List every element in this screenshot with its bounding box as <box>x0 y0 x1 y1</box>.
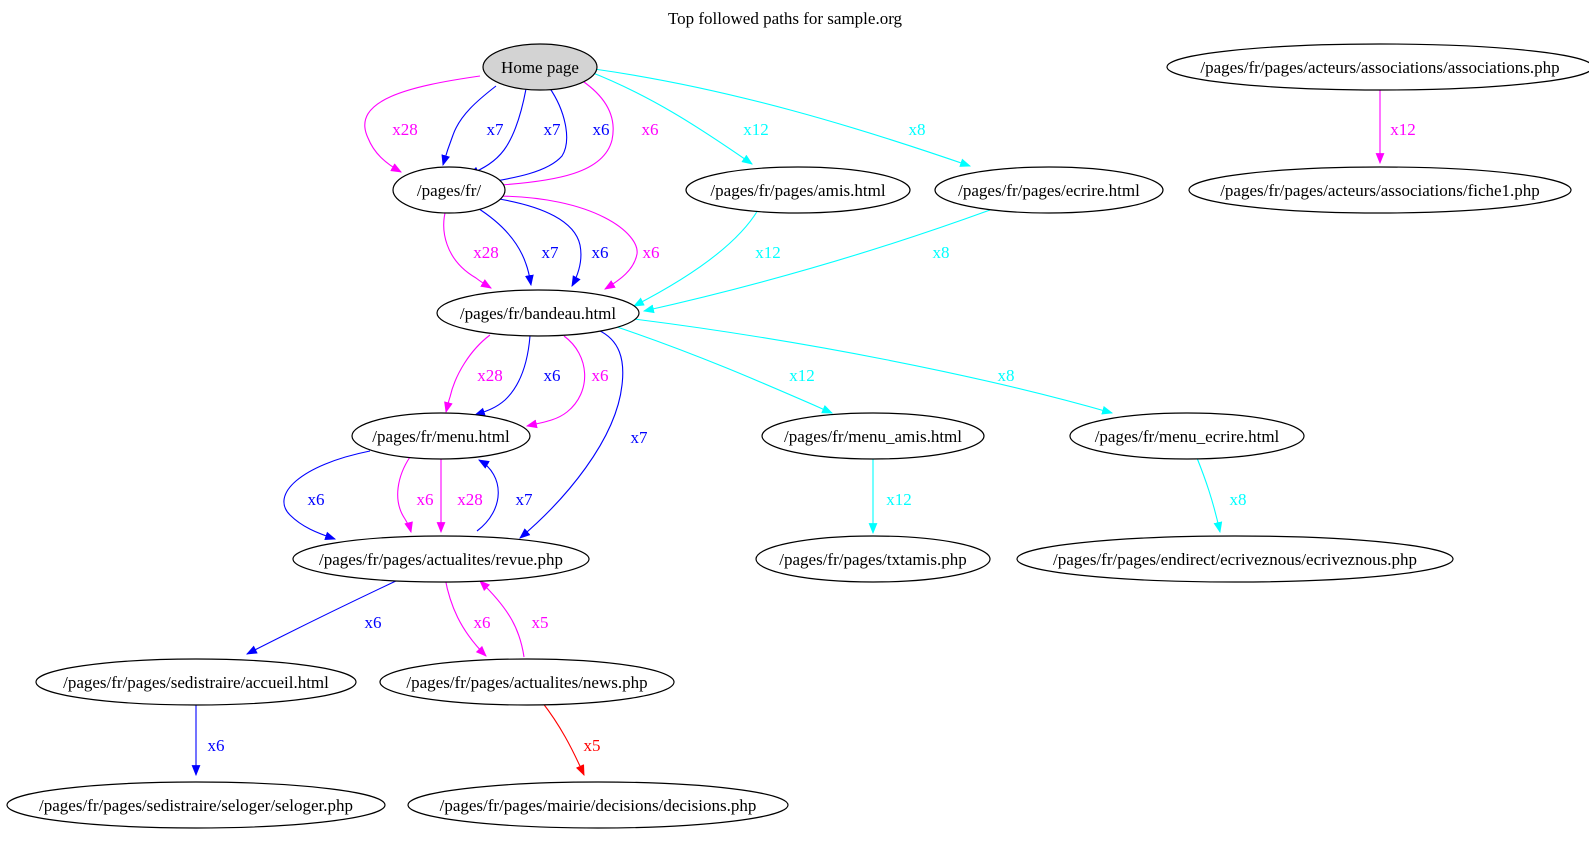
edge-menu-ecrire-ecriveznous-x8 <box>1196 457 1223 534</box>
edge-label-bandeau-menu-x6-magenta: x6 <box>592 366 609 385</box>
edge-label-home-fr-x7-a: x7 <box>487 120 505 139</box>
node-news[interactable]: /pages/fr/pages/actualites/news.php <box>379 658 675 706</box>
node-label-home: Home page <box>501 58 579 77</box>
edge-label-home-ecrire-x8: x8 <box>909 120 926 139</box>
edge-bandeau-revue-x7 <box>519 329 624 539</box>
edge-label-fr-bandeau-x28: x28 <box>473 243 499 262</box>
node-decisions[interactable]: /pages/fr/pages/mairie/decisions/decisio… <box>407 781 789 829</box>
node-accueil[interactable]: /pages/fr/pages/sedistraire/accueil.html <box>35 658 357 706</box>
edge-label-menu-ecrire-ecriveznous-x8: x8 <box>1230 490 1247 509</box>
edge-menu-revue-x6-blue <box>283 450 371 541</box>
edge-revue-news-x6 <box>444 577 487 657</box>
node-txtamis[interactable]: /pages/fr/pages/txtamis.php <box>755 535 991 583</box>
edge-revue-menu-x7 <box>476 459 499 532</box>
edge-label-bandeau-menu-x6-blue: x6 <box>544 366 561 385</box>
edge-label-assoc-fiche1-x12: x12 <box>1390 120 1416 139</box>
edge-fr-bandeau-x6-blue <box>492 197 582 287</box>
node-bandeau[interactable]: /pages/fr/bandeau.html <box>436 289 640 337</box>
edge-bandeau-menu-x6-blue <box>473 335 531 417</box>
node-label-amis: /pages/fr/pages/amis.html <box>710 181 885 200</box>
node-label-ecrire: /pages/fr/pages/ecrire.html <box>958 181 1140 200</box>
node-label-ecriveznous: /pages/fr/pages/endirect/ecriveznous/ecr… <box>1053 550 1417 569</box>
node-label-seloger: /pages/fr/pages/sedistraire/seloger/selo… <box>39 796 353 815</box>
edge-label-home-fr-x6-blue: x6 <box>593 120 610 139</box>
node-label-news: /pages/fr/pages/actualites/news.php <box>406 673 647 692</box>
node-label-decisions: /pages/fr/pages/mairie/decisions/decisio… <box>440 796 757 815</box>
node-label-accueil: /pages/fr/pages/sedistraire/accueil.html <box>63 673 329 692</box>
node-label-fr: /pages/fr/ <box>417 181 481 200</box>
node-label-bandeau: /pages/fr/bandeau.html <box>460 304 617 323</box>
node-revue[interactable]: /pages/fr/pages/actualites/revue.php <box>292 535 590 583</box>
node-ecrire[interactable]: /pages/fr/pages/ecrire.html <box>934 166 1164 214</box>
edge-home-fr-x7-b <box>468 88 527 176</box>
edge-label-fr-bandeau-x6-magenta: x6 <box>643 243 660 262</box>
edge-label-home-amis-x12: x12 <box>743 120 769 139</box>
edge-fr-bandeau-x7 <box>475 206 534 287</box>
edge-label-bandeau-menu-ecrire-x8: x8 <box>998 366 1015 385</box>
edge-label-bandeau-revue-x7: x7 <box>631 428 649 447</box>
edge-home-fr-x6-magenta <box>483 77 614 190</box>
edge-home-ecrire-x8 <box>593 68 972 167</box>
edge-home-amis-x12 <box>587 70 753 165</box>
node-label-txtamis: /pages/fr/pages/txtamis.php <box>779 550 966 569</box>
edge-label-home-fr-x28: x28 <box>392 120 418 139</box>
edge-menu-revue-x6-magenta <box>397 456 413 534</box>
node-home[interactable]: Home page <box>482 43 598 91</box>
edge-revue-accueil-x6 <box>246 579 399 655</box>
node-menu-amis[interactable]: /pages/fr/menu_amis.html <box>761 412 985 460</box>
edge-bandeau-menu-ecrire-x8 <box>633 318 1114 415</box>
edge-label-revue-menu-x7: x7 <box>516 490 534 509</box>
edge-bandeau-menu-x6-magenta <box>525 335 586 429</box>
node-label-assoc: /pages/fr/pages/acteurs/associations/ass… <box>1200 58 1559 77</box>
edges-layer <box>191 68 1385 777</box>
edge-label-news-revue-x5: x5 <box>532 613 549 632</box>
node-label-menu-ecrire: /pages/fr/menu_ecrire.html <box>1095 427 1280 446</box>
node-label-menu: /pages/fr/menu.html <box>372 427 510 446</box>
graph-title: Top followed paths for sample.org <box>668 9 903 28</box>
node-label-menu-amis: /pages/fr/menu_amis.html <box>784 427 962 446</box>
edge-news-decisions-x5 <box>541 701 585 777</box>
edge-label-menu-revue-x6-magenta: x6 <box>417 490 434 509</box>
edge-ecrire-bandeau-x8 <box>642 209 991 314</box>
edge-fr-bandeau-x28 <box>443 208 492 289</box>
edge-label-bandeau-menu-x28: x28 <box>477 366 503 385</box>
edge-labels-layer: x28 x7 x7 x6 x6 x12 x8 x12 x28 x7 x6 x6 … <box>208 120 1416 755</box>
edge-home-fr-x7-a <box>441 85 497 167</box>
edge-news-revue-x5 <box>479 580 525 658</box>
node-label-fiche1: /pages/fr/pages/acteurs/associations/fic… <box>1220 181 1540 200</box>
node-seloger[interactable]: /pages/fr/pages/sedistraire/seloger/selo… <box>6 781 386 829</box>
edge-home-fr-x28 <box>364 75 481 173</box>
edge-amis-bandeau-x12 <box>633 209 759 307</box>
node-label-revue: /pages/fr/pages/actualites/revue.php <box>319 550 563 569</box>
node-fiche1[interactable]: /pages/fr/pages/acteurs/associations/fic… <box>1188 166 1572 214</box>
nodes-layer: Home page /pages/fr/ /pages/fr/pages/ami… <box>6 43 1589 829</box>
edge-home-fr-x6-blue <box>482 86 568 186</box>
edge-label-fr-bandeau-x6-blue: x6 <box>592 243 609 262</box>
edge-label-revue-accueil-x6: x6 <box>365 613 382 632</box>
edge-bandeau-menu-amis-x12 <box>616 326 834 414</box>
edge-label-bandeau-menu-amis-x12: x12 <box>789 366 815 385</box>
edge-label-amis-bandeau-x12: x12 <box>755 243 781 262</box>
node-fr[interactable]: /pages/fr/ <box>392 166 506 214</box>
node-menu-ecrire[interactable]: /pages/fr/menu_ecrire.html <box>1069 412 1305 460</box>
edge-label-accueil-seloger-x6: x6 <box>208 736 225 755</box>
edge-bandeau-menu-x28 <box>444 334 491 414</box>
edge-label-home-fr-x6-magenta: x6 <box>642 120 659 139</box>
edge-label-news-decisions-x5: x5 <box>584 736 601 755</box>
edge-label-revue-news-x6: x6 <box>474 613 491 632</box>
node-menu[interactable]: /pages/fr/menu.html <box>351 412 531 460</box>
edge-label-menu-revue-x6-blue: x6 <box>308 490 325 509</box>
edge-label-home-fr-x7-b: x7 <box>544 120 562 139</box>
edge-label-menu-amis-txtamis-x12: x12 <box>886 490 912 509</box>
edge-label-menu-revue-x28: x28 <box>457 490 483 509</box>
node-assoc[interactable]: /pages/fr/pages/acteurs/associations/ass… <box>1166 43 1589 91</box>
edge-fr-bandeau-x6-magenta <box>493 195 638 290</box>
edge-label-fr-bandeau-x7: x7 <box>542 243 560 262</box>
node-ecriveznous[interactable]: /pages/fr/pages/endirect/ecriveznous/ecr… <box>1016 535 1454 583</box>
node-amis[interactable]: /pages/fr/pages/amis.html <box>685 166 911 214</box>
edge-label-ecrire-bandeau-x8: x8 <box>933 243 950 262</box>
